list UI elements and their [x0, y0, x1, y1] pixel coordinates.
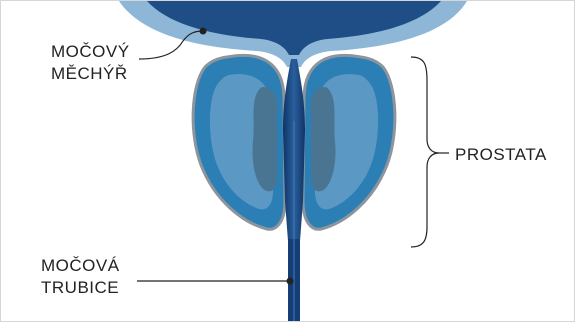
- urethra-highlight: [293, 121, 295, 322]
- bladder-label-line2: MĚCHÝŘ: [51, 63, 130, 85]
- prostate-label: PROSTATA: [455, 144, 547, 166]
- bladder-label-line1: MOČOVÝ: [51, 41, 130, 63]
- prostate-left-lobe: [193, 55, 285, 229]
- urethra-label: MOČOVÁ TRUBICE: [41, 255, 120, 299]
- bladder-label: MOČOVÝ MĚCHÝŘ: [51, 41, 130, 85]
- bladder-leader-dot: [200, 28, 207, 35]
- urethra-leader-dot: [287, 278, 294, 285]
- prostate-bracket: [411, 57, 439, 247]
- urethra: [283, 59, 305, 322]
- urethra-label-line1: MOČOVÁ: [41, 255, 120, 277]
- urethra-label-line2: TRUBICE: [41, 277, 120, 299]
- prostate-right-lobe: [303, 55, 395, 229]
